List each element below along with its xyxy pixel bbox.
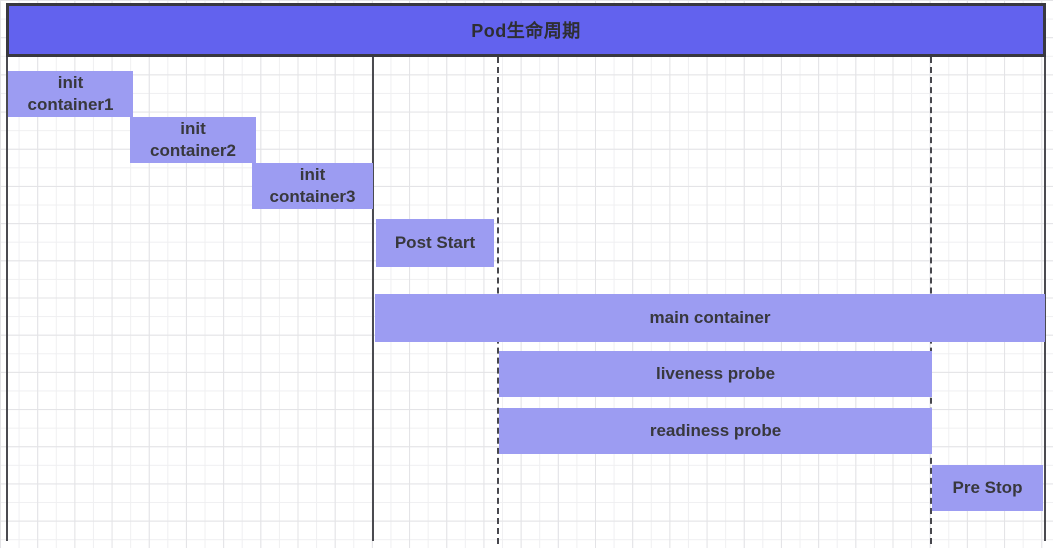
bar-init-container2: init container2: [130, 117, 256, 163]
bar-liveness-probe-label: liveness probe: [655, 364, 776, 384]
frame-left-border: [6, 57, 8, 541]
diagram-title-bar: Pod生命周期: [6, 3, 1046, 57]
init-end-boundary-line: [372, 57, 374, 541]
bar-init-container3: init container3: [252, 163, 373, 209]
bar-pre-stop-label: Pre Stop: [952, 478, 1023, 498]
bar-init-container3-label: init container3: [269, 165, 356, 206]
bar-post-start: Post Start: [376, 219, 494, 267]
diagram-title: Pod生命周期: [471, 21, 581, 41]
bar-init-container1: init container1: [8, 71, 133, 117]
bar-init-container1-label: init container1: [27, 73, 114, 114]
frame-right-border: [1044, 57, 1046, 541]
bar-readiness-probe: readiness probe: [499, 408, 932, 454]
bar-main-container-label: main container: [649, 308, 771, 328]
bar-main-container: main container: [375, 294, 1045, 342]
bar-readiness-probe-label: readiness probe: [649, 421, 782, 441]
bar-init-container2-label: init container2: [150, 119, 236, 160]
bar-liveness-probe: liveness probe: [499, 351, 932, 397]
bar-post-start-label: Post Start: [394, 233, 476, 253]
bar-pre-stop: Pre Stop: [932, 465, 1043, 511]
